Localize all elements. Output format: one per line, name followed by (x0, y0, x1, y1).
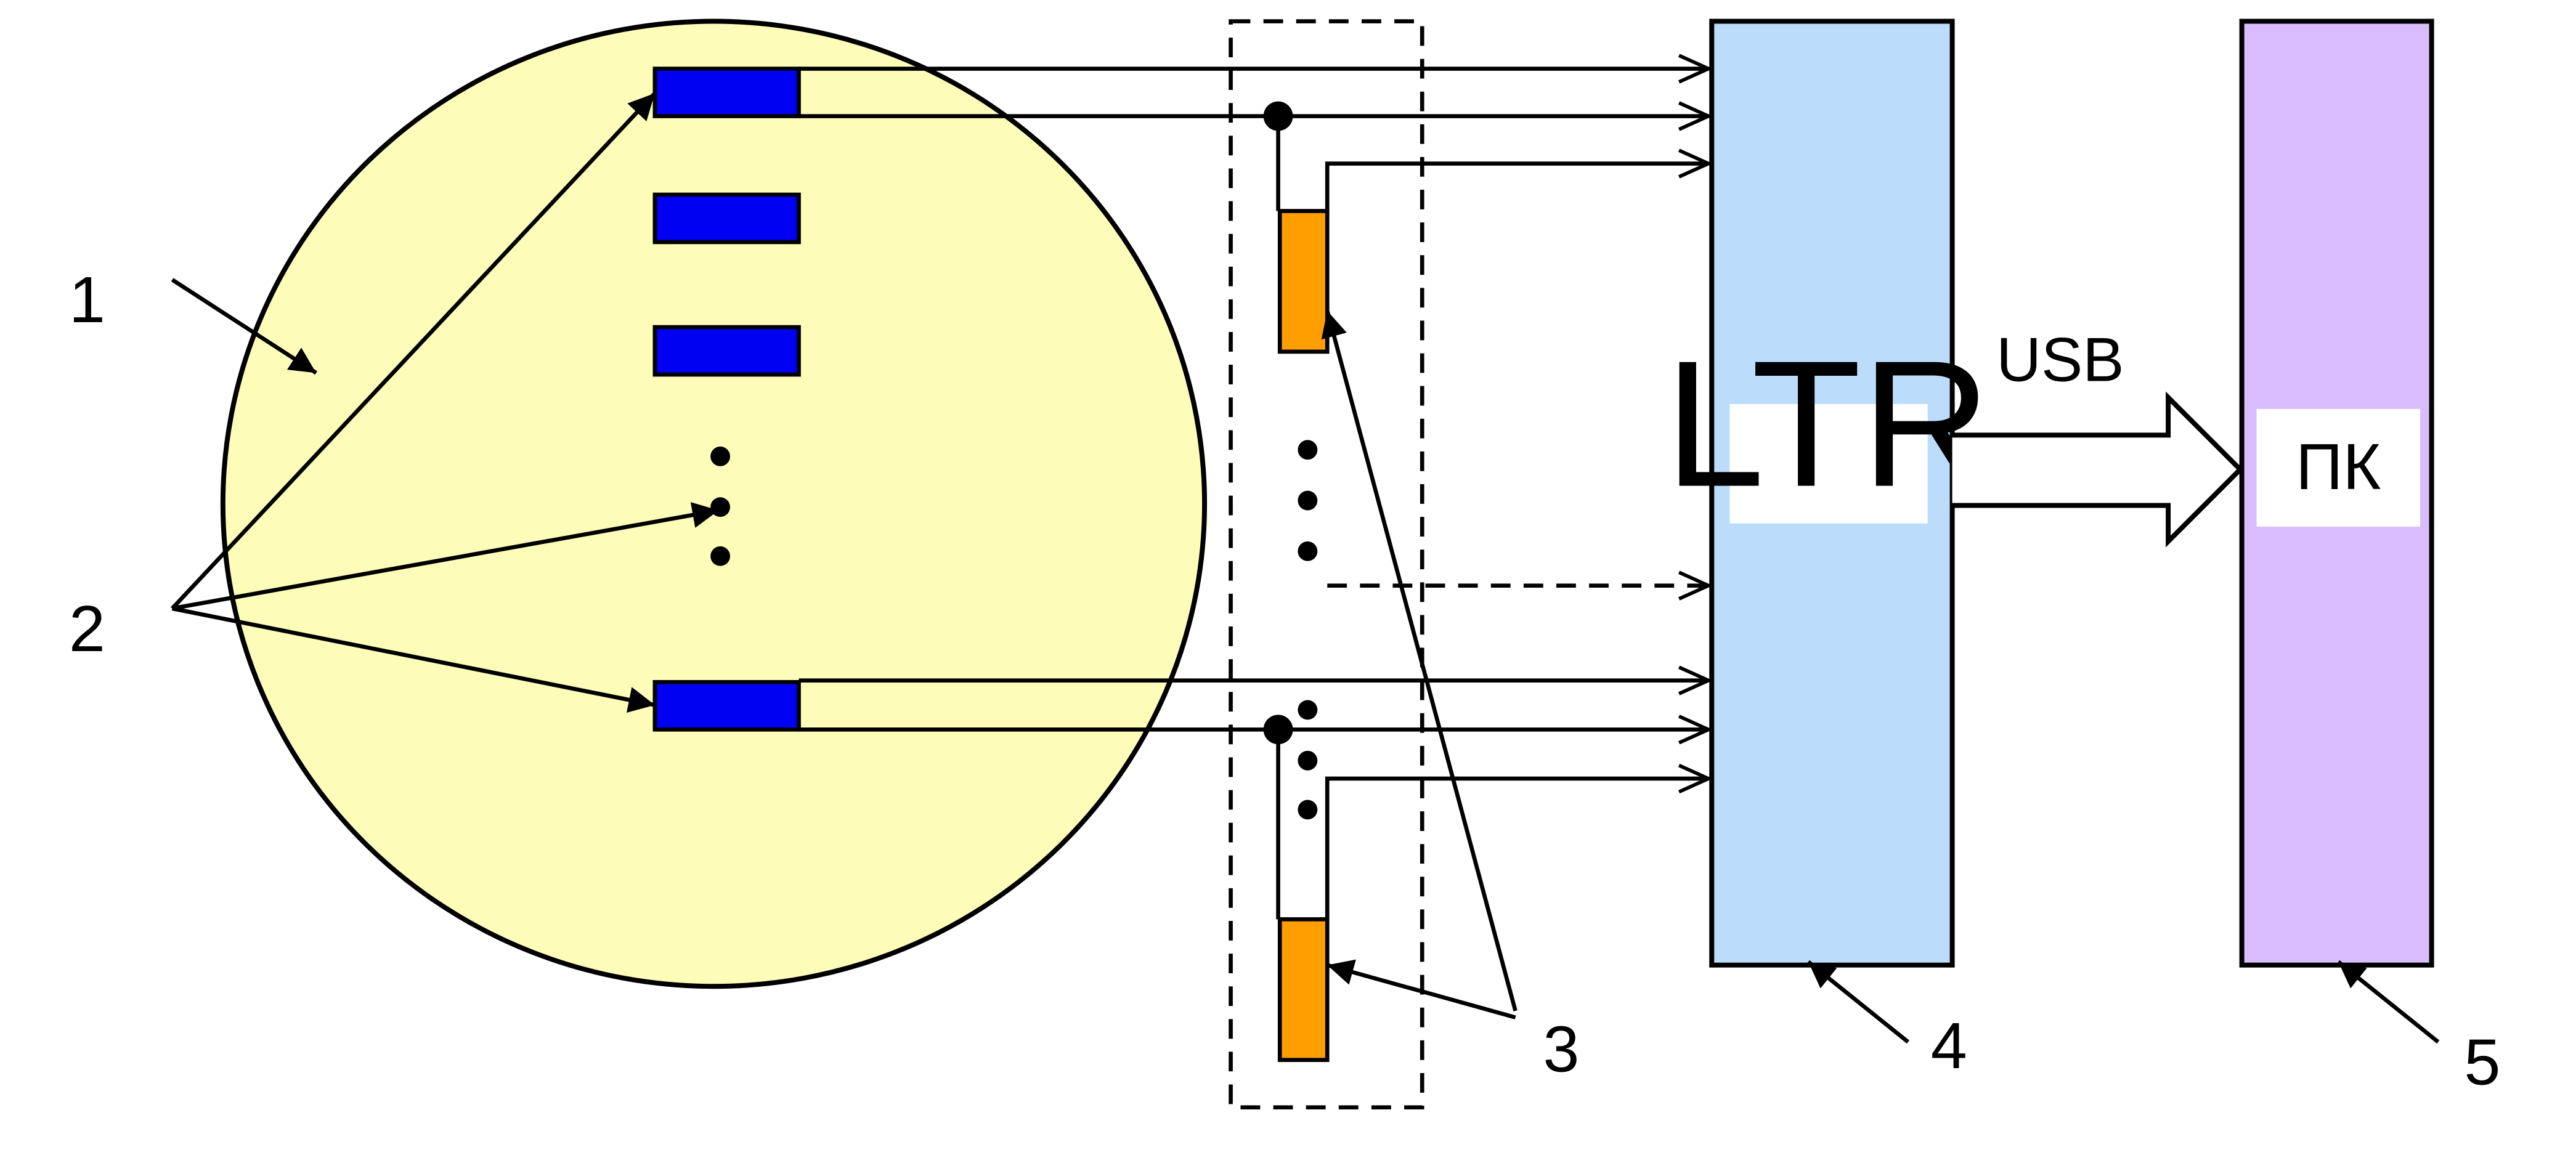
sensor-n (652, 679, 801, 732)
callout-5-label: 5 (2464, 1026, 2500, 1099)
callout-5-arrow (2337, 960, 2440, 1044)
pc-label: ПК (2296, 430, 2381, 503)
pc-label-background (2256, 408, 2421, 527)
usb-label: USB (1996, 326, 2124, 395)
callout-4-arrow (1806, 960, 1909, 1044)
wiring-upper (798, 69, 1709, 211)
sensor-group (652, 67, 801, 732)
shunt-ellipsis-dots (1298, 440, 1318, 820)
callout-3-arrows (1321, 310, 1518, 1019)
callout-3-label: 3 (1543, 1012, 1579, 1085)
callout-1-label: 1 (69, 263, 105, 336)
callout-2-label: 2 (69, 592, 105, 665)
sensor-1 (652, 67, 801, 118)
shunt-n (1277, 917, 1330, 1063)
wiring-lower (798, 681, 1709, 920)
usb-arrow (1952, 391, 2244, 548)
callout-2-arrows (171, 92, 720, 713)
sensor-3 (652, 325, 801, 377)
junction-lower (1263, 715, 1293, 745)
junction-upper (1263, 101, 1293, 131)
sensor-2 (652, 192, 801, 245)
shunt-enclosure (1229, 19, 1424, 1110)
callout-4-label: 4 (1931, 1009, 1967, 1082)
ltr-label: LTR (1665, 323, 1991, 524)
ltr-label-background (1729, 403, 1928, 524)
callout-1-arrow (171, 278, 317, 375)
shunt-1 (1277, 209, 1330, 354)
